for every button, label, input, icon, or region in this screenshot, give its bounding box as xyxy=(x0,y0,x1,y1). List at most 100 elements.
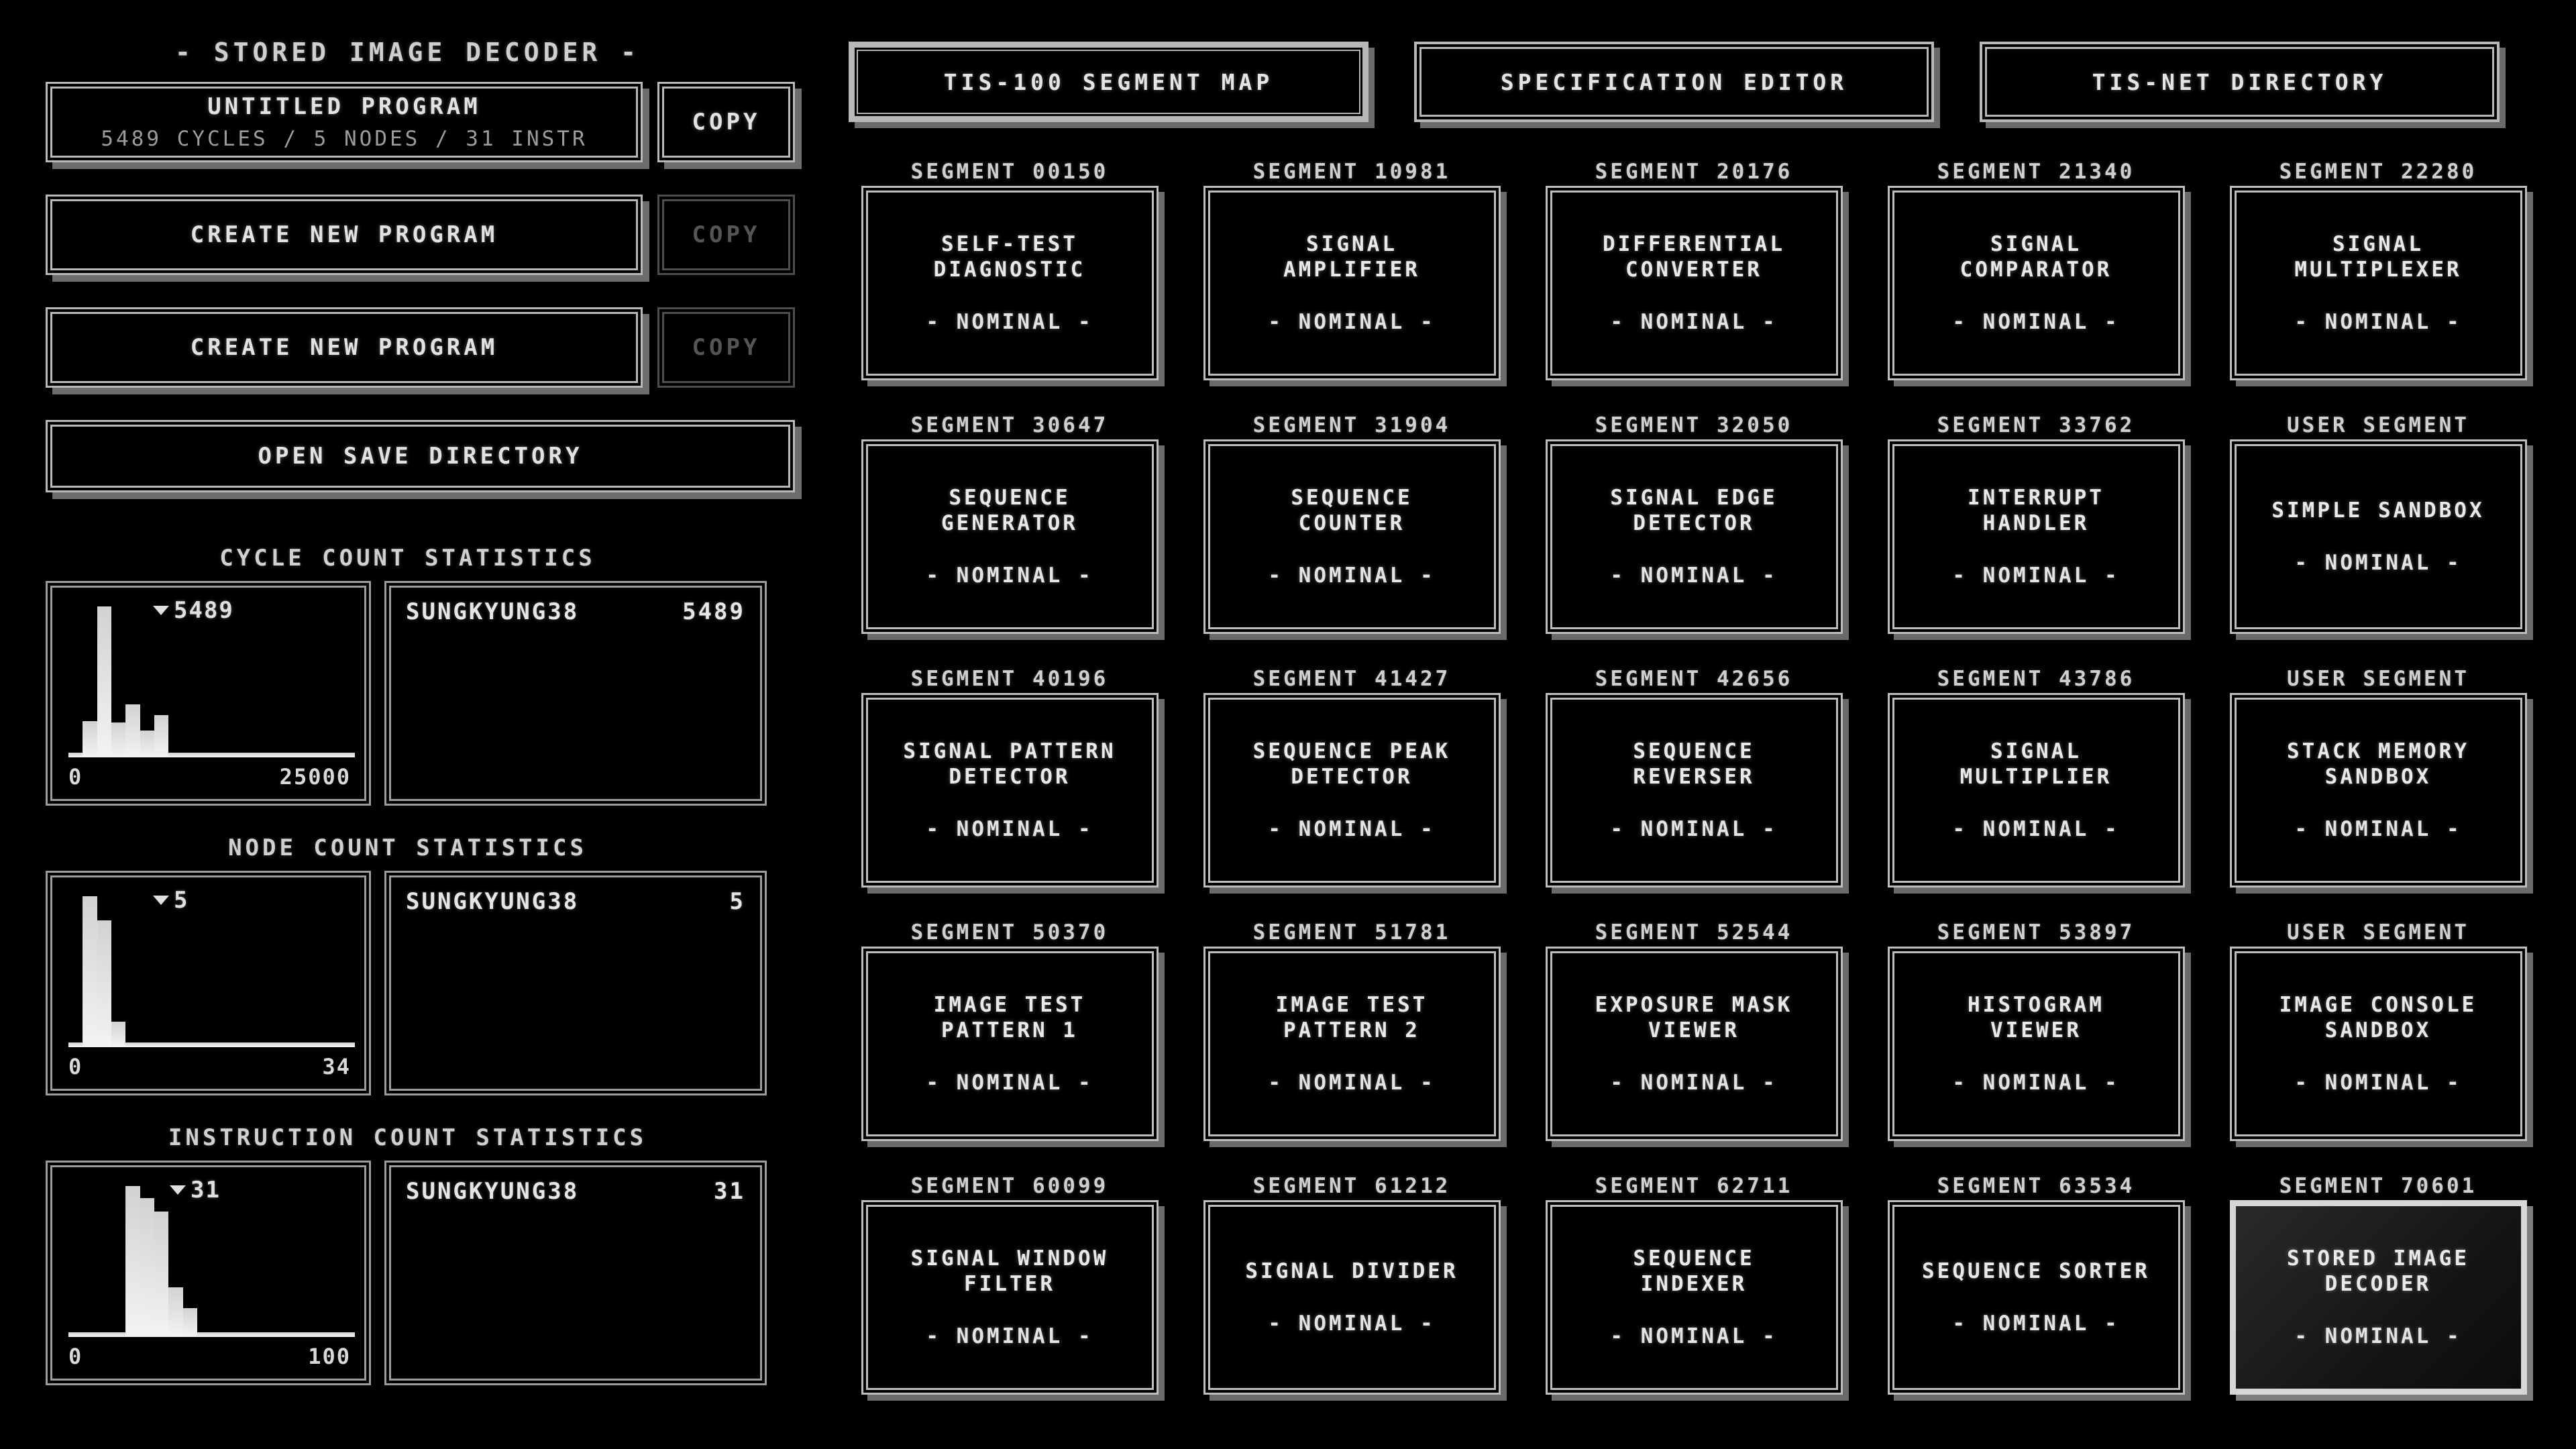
segment-status-badge: - NOMINAL - xyxy=(926,1324,1093,1348)
segment-card-inner: SEQUENCE SORTER- NOMINAL - xyxy=(1892,1205,2180,1390)
histogram-bar xyxy=(297,1042,312,1047)
histogram-bar xyxy=(168,1042,183,1047)
caret-down-icon xyxy=(153,896,169,905)
segment-name: SIGNAL COMPARATOR xyxy=(1960,232,2112,282)
segment-name: IMAGE CONSOLE SANDBOX xyxy=(2279,993,2477,1042)
histogram-bar xyxy=(240,1332,255,1337)
open-save-directory-button[interactable]: OPEN SAVE DIRECTORY xyxy=(46,420,795,492)
histogram-bar xyxy=(297,753,312,757)
segment-card[interactable]: SIMPLE SANDBOX - NOMINAL - xyxy=(2229,439,2527,634)
segment-card-selected[interactable]: STORED IMAGE DECODER- NOMINAL - xyxy=(2229,1200,2527,1395)
node-histogram[interactable]: 5 0 34 xyxy=(46,871,371,1095)
segment-card[interactable]: IMAGE TEST PATTERN 2- NOMINAL - xyxy=(1203,947,1501,1141)
segment-card-inner: STORED IMAGE DECODER- NOMINAL - xyxy=(2235,1206,2521,1389)
histogram-bar xyxy=(268,1042,284,1047)
program-slot-button[interactable]: UNTITLED PROGRAM 5489 CYCLES / 5 NODES /… xyxy=(46,82,643,162)
copy-program-button[interactable]: COPY xyxy=(657,82,795,162)
histogram-bar xyxy=(326,1332,341,1337)
segment-card[interactable]: SELF-TEST DIAGNOSTIC- NOMINAL - xyxy=(861,186,1159,380)
segment-card[interactable]: SIGNAL AMPLIFIER- NOMINAL - xyxy=(1203,186,1501,380)
segment-card[interactable]: SEQUENCE SORTER- NOMINAL - xyxy=(1887,1200,2185,1395)
segment-id-label: SEGMENT 32050 xyxy=(1595,413,1793,437)
empty-slot-row-1: CREATE NEW PROGRAM COPY xyxy=(46,195,795,275)
segment-card[interactable]: SEQUENCE PEAK DETECTOR- NOMINAL - xyxy=(1203,693,1501,888)
segment-id-label: SEGMENT 33762 xyxy=(1937,413,2135,437)
segment-card[interactable]: SIGNAL PATTERN DETECTOR- NOMINAL - xyxy=(861,693,1159,888)
histogram-bar xyxy=(97,606,112,757)
segment-name: INTERRUPT HANDLER xyxy=(1968,486,2104,535)
segment-card[interactable]: SIGNAL MULTIPLIER- NOMINAL - xyxy=(1887,693,2185,888)
histogram-bar xyxy=(254,1332,269,1337)
segment-card[interactable]: SIGNAL DIVIDER- NOMINAL - xyxy=(1203,1200,1501,1395)
instruction-histogram-bars xyxy=(68,1186,355,1337)
segment-card[interactable]: STACK MEMORY SANDBOX- NOMINAL - xyxy=(2229,693,2527,888)
segment-name: SIMPLE SANDBOX xyxy=(2271,498,2485,523)
segment-card-inner: INTERRUPT HANDLER- NOMINAL - xyxy=(1892,444,2180,629)
segment-status-badge: - NOMINAL - xyxy=(2294,550,2462,575)
segment-card[interactable]: HISTOGRAM VIEWER- NOMINAL - xyxy=(1887,947,2185,1141)
histogram-bar xyxy=(111,1021,126,1047)
segment-status-badge: - NOMINAL - xyxy=(1610,309,1778,334)
histogram-bar xyxy=(225,1332,241,1337)
histogram-bar xyxy=(83,721,97,757)
segment-id-label: SEGMENT 63534 xyxy=(1937,1174,2135,1198)
page-title: - STORED IMAGE DECODER - xyxy=(174,38,641,67)
segment-name: SIGNAL MULTIPLIER xyxy=(1960,739,2112,789)
cycle-histogram[interactable]: 5489 0 25000 xyxy=(46,581,371,806)
segment-card[interactable]: SEQUENCE REVERSER- NOMINAL - xyxy=(1545,693,1843,888)
segment-card-inner: SIGNAL DIVIDER- NOMINAL - xyxy=(1208,1205,1496,1390)
cycle-axis: 0 25000 xyxy=(68,764,351,790)
segment-card[interactable]: SIGNAL COMPARATOR- NOMINAL - xyxy=(1887,186,2185,380)
histogram-bar xyxy=(225,1042,241,1047)
segment-card-inner: IMAGE TEST PATTERN 1- NOMINAL - xyxy=(865,951,1154,1136)
histogram-bar xyxy=(297,1332,312,1337)
segment-card[interactable]: DIFFERENTIAL CONVERTER- NOMINAL - xyxy=(1545,186,1843,380)
segment-status-badge: - NOMINAL - xyxy=(926,1070,1093,1095)
segment-card[interactable]: SIGNAL MULTIPLEXER- NOMINAL - xyxy=(2229,186,2527,380)
histogram-bar xyxy=(283,753,298,757)
copy-label-disabled-2: COPY xyxy=(692,334,761,361)
segment-card[interactable]: SIGNAL WINDOW FILTER- NOMINAL - xyxy=(861,1200,1159,1395)
tab-tis-100-segment-map[interactable]: TIS-100 SEGMENT MAP xyxy=(849,42,1368,122)
segment-card-inner: SIGNAL PATTERN DETECTOR- NOMINAL - xyxy=(865,698,1154,883)
segment-card[interactable]: SEQUENCE INDEXER- NOMINAL - xyxy=(1545,1200,1843,1395)
histogram-bar xyxy=(154,715,169,757)
tab-inner: TIS-100 SEGMENT MAP xyxy=(857,50,1360,114)
histogram-bar xyxy=(168,1287,183,1337)
segment-card[interactable]: IMAGE CONSOLE SANDBOX- NOMINAL - xyxy=(2229,947,2527,1141)
segment-id-label: SEGMENT 00150 xyxy=(910,160,1109,184)
segment-card[interactable]: IMAGE TEST PATTERN 1- NOMINAL - xyxy=(861,947,1159,1141)
segment-id-label: SEGMENT 31904 xyxy=(1252,413,1451,437)
histogram-bar xyxy=(97,1332,112,1337)
create-new-program-button-1[interactable]: CREATE NEW PROGRAM xyxy=(46,195,643,275)
histogram-bar xyxy=(225,753,241,757)
tab-tis-net-directory[interactable]: TIS-NET DIRECTORY xyxy=(1980,42,2500,122)
instruction-histogram[interactable]: 31 0 100 xyxy=(46,1161,371,1385)
segment-card[interactable]: SEQUENCE COUNTER- NOMINAL - xyxy=(1203,439,1501,634)
segment-card[interactable]: EXPOSURE MASK VIEWER- NOMINAL - xyxy=(1545,947,1843,1141)
segment-name: SEQUENCE GENERATOR xyxy=(941,486,1078,535)
segment-status-badge: - NOMINAL - xyxy=(926,563,1093,588)
segment-name: SIGNAL PATTERN DETECTOR xyxy=(903,739,1116,789)
histogram-bar xyxy=(211,1332,226,1337)
instruction-stats-title: INSTRUCTION COUNT STATISTICS xyxy=(168,1124,647,1151)
segment-card[interactable]: SIGNAL EDGE DETECTOR- NOMINAL - xyxy=(1545,439,1843,634)
histogram-bar xyxy=(340,1042,355,1047)
segment-card[interactable]: INTERRUPT HANDLER- NOMINAL - xyxy=(1887,439,2185,634)
segment-id-label: USER SEGMENT xyxy=(2287,413,2469,437)
segment-card[interactable]: SEQUENCE GENERATOR - NOMINAL - xyxy=(861,439,1159,634)
program-stats: 5489 CYCLES / 5 NODES / 31 INSTR xyxy=(101,127,588,151)
create-new-program-button-2[interactable]: CREATE NEW PROGRAM xyxy=(46,307,643,388)
tab-specification-editor[interactable]: SPECIFICATION EDITOR xyxy=(1414,42,1934,122)
segment-status-badge: - NOMINAL - xyxy=(1610,1070,1778,1095)
segment-card-inner: SIMPLE SANDBOX - NOMINAL - xyxy=(2234,444,2522,629)
instruction-count-statistics: INSTRUCTION COUNT STATISTICS 31 0 100 xyxy=(0,1124,815,1385)
score-row: SUNGKYUNG38 5 xyxy=(406,888,745,915)
